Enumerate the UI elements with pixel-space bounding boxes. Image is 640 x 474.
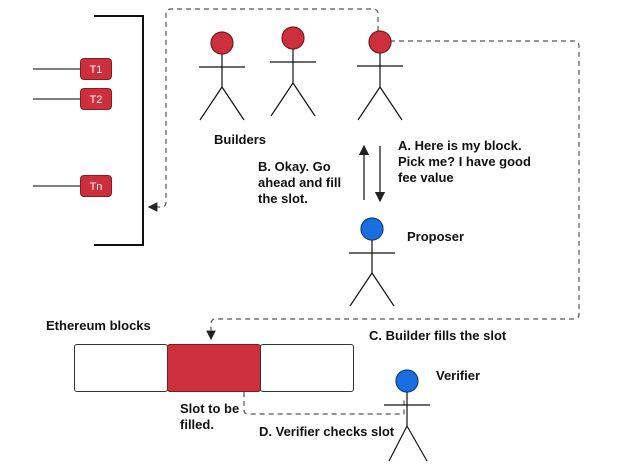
verifier-figure-icon xyxy=(384,369,430,462)
step-b-line: B. Okay. Go xyxy=(258,159,331,174)
builder-figure-icon xyxy=(357,30,403,121)
verifier-label: Verifier xyxy=(436,368,481,383)
step-a-line: fee value xyxy=(398,170,454,185)
step-b-line: the slot. xyxy=(258,191,308,206)
step-a-line: Pick me? I have good xyxy=(398,154,531,169)
builders-label: Builders xyxy=(214,132,267,147)
tx-badge-n: Tn xyxy=(80,175,112,197)
step-b-line: ahead and fill xyxy=(258,175,342,190)
dashed-line-verifier-check xyxy=(243,392,405,415)
proposer-figure-icon xyxy=(349,217,395,307)
block-previous xyxy=(74,344,168,392)
builder-figure-icon xyxy=(199,31,245,121)
step-d-text: D. Verifier checks slot xyxy=(259,424,395,439)
block-slot-to-fill xyxy=(167,344,261,392)
tx-badge-2: T2 xyxy=(80,88,112,110)
dashed-arrow-builder-to-mempool xyxy=(147,8,379,212)
ethereum-blocks-label: Ethereum blocks xyxy=(46,318,151,333)
tx-badge-1: T1 xyxy=(80,58,112,80)
dashed-arrow-builder-to-slot xyxy=(206,40,580,341)
block-next xyxy=(260,344,354,392)
builder-figure-icon xyxy=(270,26,316,117)
step-a-text: A. Here is my block. Pick me? I have goo… xyxy=(398,138,531,186)
step-c-text: C. Builder fills the slot xyxy=(369,328,507,343)
step-b-text: B. Okay. Go ahead and fill the slot. xyxy=(258,159,341,207)
slot-label-line: Slot to be xyxy=(180,401,240,416)
slot-label-line: filled. xyxy=(180,417,214,432)
proposer-label: Proposer xyxy=(407,229,465,244)
mempool-bracket xyxy=(94,15,144,246)
slot-to-fill-label: Slot to be filled. xyxy=(180,401,239,433)
step-a-line: A. Here is my block. xyxy=(398,138,522,153)
